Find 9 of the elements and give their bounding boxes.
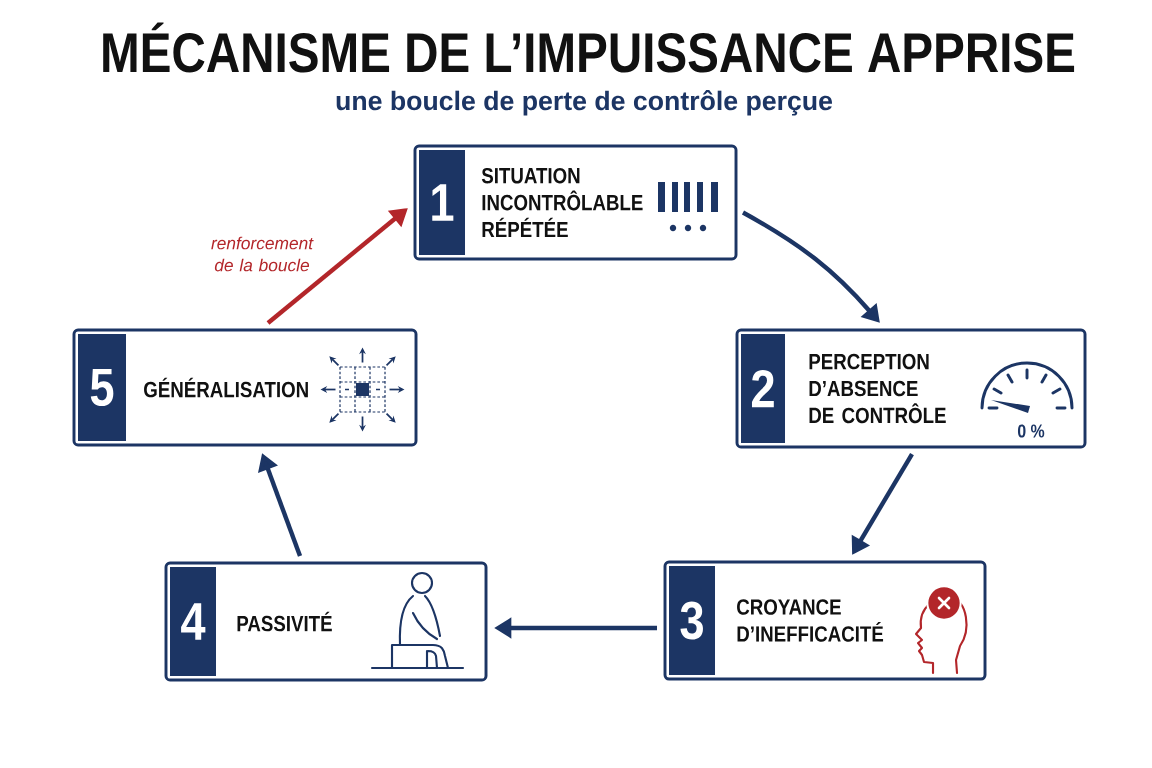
- number-badge: 4: [170, 567, 216, 676]
- edge-label: renforcement de la boucle: [204, 235, 320, 273]
- number-badge: 2: [741, 334, 785, 443]
- title: MÉCANISME DE L’IMPUISSANCE APPRISE: [103, 22, 1075, 73]
- number-badge: 1: [419, 150, 465, 255]
- number-badge: 5: [78, 334, 126, 441]
- gauge-value: 0 %: [1017, 424, 1045, 438]
- number-badge: 3: [669, 566, 715, 675]
- subtitle: une boucle de perte de contrôle perçue: [336, 90, 833, 116]
